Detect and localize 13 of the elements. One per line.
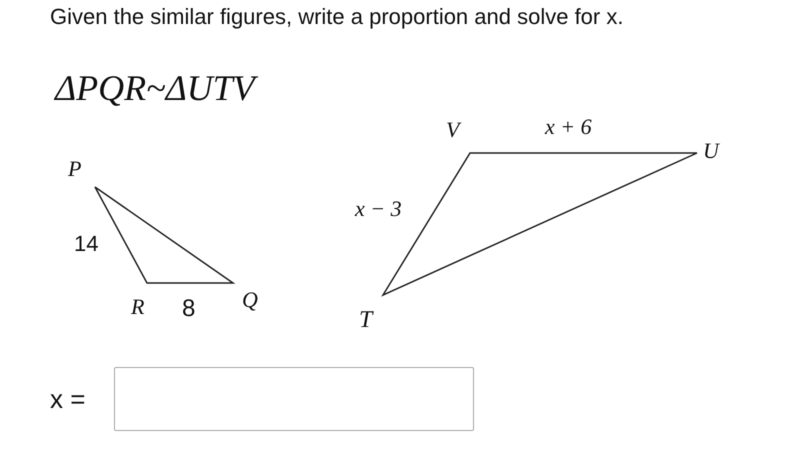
vertex-label: P bbox=[68, 158, 82, 180]
vertex-label: V bbox=[446, 119, 460, 141]
side-length: x + 6 bbox=[545, 116, 592, 138]
large-triangle bbox=[381, 152, 698, 297]
side-length: x − 3 bbox=[355, 198, 402, 220]
vertex-label: Q bbox=[242, 289, 258, 311]
side-length: 8 bbox=[182, 297, 196, 321]
vertex-label: T bbox=[359, 308, 372, 332]
answer-prompt: x = bbox=[50, 386, 86, 412]
vertex-label: R bbox=[131, 296, 144, 318]
question-text: Given the similar figures, write a proportion and solve for x. bbox=[50, 6, 624, 28]
side-length: 14 bbox=[74, 233, 98, 255]
vertex-label: U bbox=[703, 140, 719, 162]
